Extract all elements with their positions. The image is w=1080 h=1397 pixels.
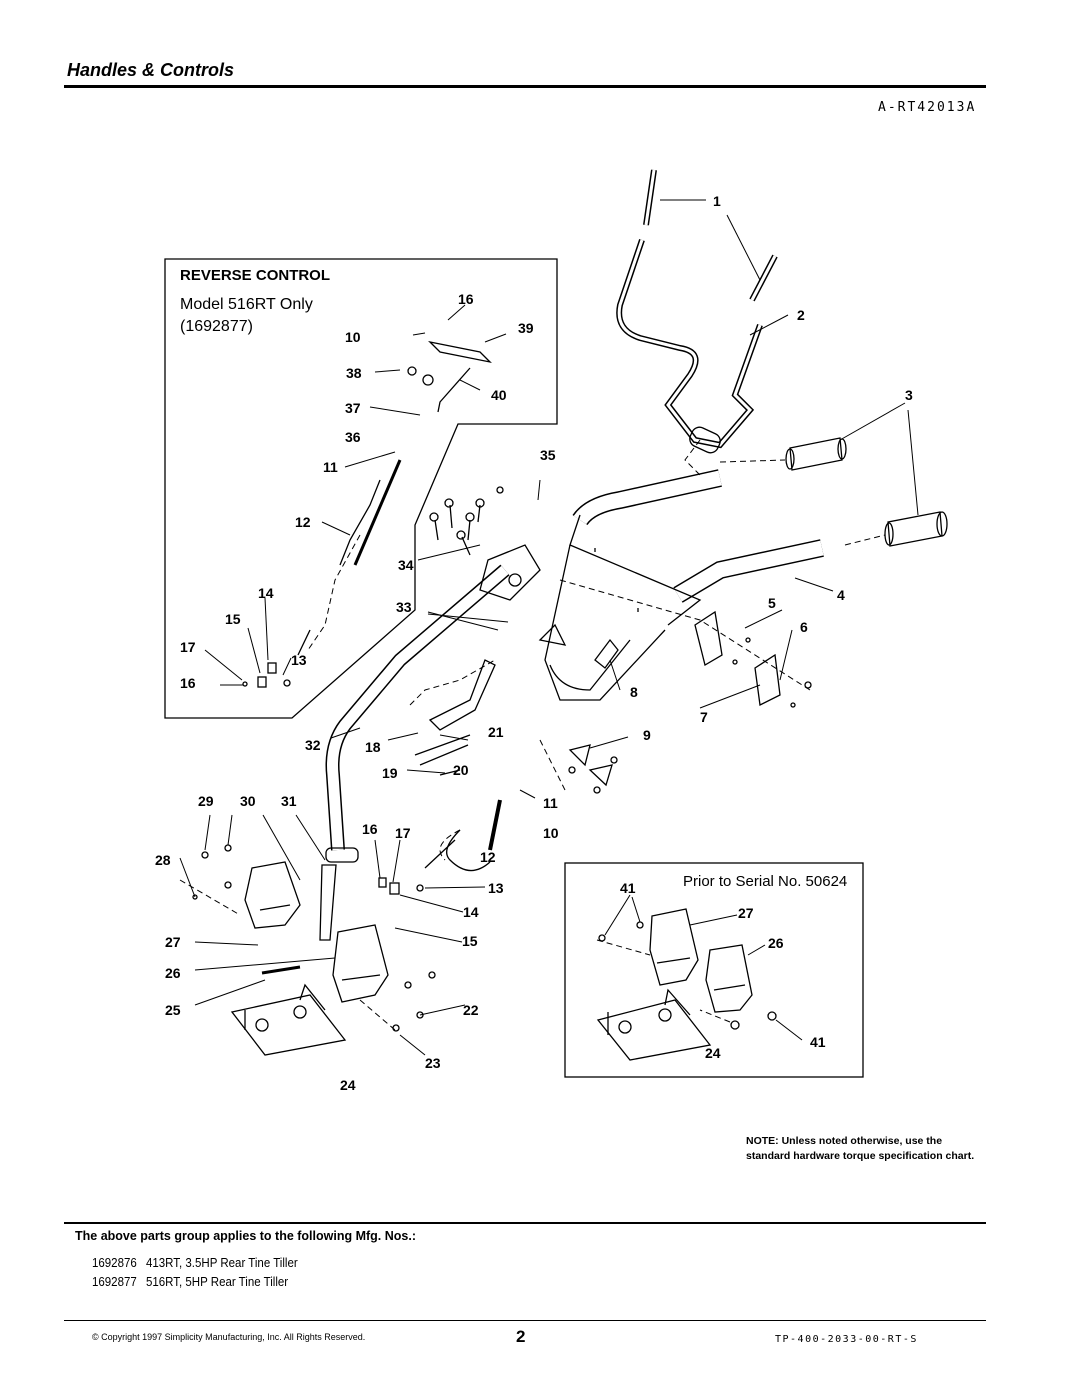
handle-assembly [544, 169, 824, 701]
callout-30: 30 [240, 793, 256, 809]
mfg-number: 1692876 [92, 1256, 137, 1270]
callout-35: 35 [540, 447, 556, 463]
callout-10b: 10 [345, 329, 361, 345]
mfg-row: 1692877 516RT, 5HP Rear Tine Tiller [92, 1275, 288, 1289]
page-number: 2 [516, 1327, 526, 1346]
callout-26b: 26 [768, 935, 784, 951]
callout-3: 3 [905, 387, 913, 403]
callout-12b: 12 [295, 514, 311, 530]
callout-6: 6 [800, 619, 808, 635]
callout-38: 38 [346, 365, 362, 381]
mfg-row: 1692876 413RT, 3.5HP Rear Tine Tiller [92, 1256, 298, 1270]
mfg-description: 516RT, 5HP Rear Tine Tiller [145, 1275, 289, 1289]
callout-31: 31 [281, 793, 297, 809]
callout-32: 32 [305, 737, 321, 753]
callout-14b: 14 [258, 585, 274, 601]
doc-number: TP-400-2033-00-RT-S [775, 1334, 918, 1345]
leader-lines [179, 199, 919, 1056]
callout-13b: 13 [291, 652, 307, 668]
callout-25: 25 [165, 1002, 181, 1018]
shift-lever [414, 623, 619, 776]
dashed-guides [179, 439, 886, 1031]
mfg-number: 1692877 [92, 1275, 137, 1289]
callout-27: 27 [165, 934, 181, 950]
callout-23: 23 [425, 1055, 441, 1071]
grip-upper [785, 437, 847, 471]
callout-17: 17 [395, 825, 411, 841]
callout-4: 4 [837, 587, 845, 603]
reverse-control-box [164, 258, 558, 719]
callout-2: 2 [797, 307, 805, 323]
callout-1: 1 [713, 193, 721, 209]
page-title: Handles & Controls [67, 60, 235, 80]
footer-rule [64, 1320, 986, 1321]
title-rule [64, 85, 986, 88]
copyright: © Copyright 1997 Simplicity Manufacturin… [92, 1332, 366, 1342]
callout-27b: 27 [738, 905, 754, 921]
callout-19: 19 [382, 765, 398, 781]
callout-17b: 17 [180, 639, 196, 655]
callout-26: 26 [165, 965, 181, 981]
callout-8: 8 [630, 684, 638, 700]
callout-40: 40 [491, 387, 507, 403]
lower-cable [378, 744, 618, 895]
drawing-id: A-RT42013A [878, 100, 977, 115]
reverse-control-model: Model 516RT Only [180, 296, 313, 313]
callout-24b: 24 [705, 1045, 721, 1061]
reverse-control-title: REVERSE CONTROL [180, 267, 331, 284]
callout-33: 33 [396, 599, 412, 615]
callout-20: 20 [453, 762, 469, 778]
callout-10: 10 [543, 825, 559, 841]
callout-41: 41 [620, 880, 636, 896]
shift-rod [325, 544, 541, 863]
applies-rule [64, 1222, 986, 1224]
callout-34: 34 [398, 557, 414, 573]
reverse-parts [242, 340, 492, 688]
callout-24: 24 [340, 1077, 356, 1093]
torque-note: NOTE: Unless noted otherwise, use the st… [746, 1135, 975, 1162]
callout-labels: 1 2 3 4 5 6 7 8 9 10 11 12 13 14 15 16 1… [155, 193, 913, 1093]
callout-14: 14 [463, 904, 479, 920]
callout-9: 9 [643, 727, 651, 743]
grip-lower [884, 511, 948, 547]
callout-21: 21 [488, 724, 504, 740]
mfg-description: 413RT, 3.5HP Rear Tine Tiller [145, 1256, 298, 1270]
callout-11b: 11 [323, 459, 338, 475]
lower-brackets [192, 844, 436, 1056]
bolts [429, 486, 504, 556]
callout-16: 16 [362, 821, 378, 837]
callout-15b: 15 [225, 611, 241, 627]
callout-15: 15 [462, 933, 478, 949]
callout-5: 5 [768, 595, 776, 611]
prior-serial-label: Prior to Serial No. 50624 [683, 873, 848, 890]
callout-29: 29 [198, 793, 214, 809]
applies-heading: The above parts group applies to the fol… [75, 1229, 416, 1243]
callout-28: 28 [155, 852, 171, 868]
reverse-control-mfg: (1692877) [180, 318, 253, 335]
callout-39: 39 [518, 320, 534, 336]
callout-12: 12 [480, 849, 496, 865]
side-brackets [694, 610, 812, 708]
callout-36: 36 [345, 429, 361, 445]
callout-13: 13 [488, 880, 504, 896]
callout-18: 18 [365, 739, 381, 755]
prior-serial-parts [596, 908, 777, 1061]
prior-serial-box [564, 862, 864, 1078]
callout-7: 7 [700, 709, 708, 725]
callout-16c: 16 [180, 675, 196, 691]
callout-16b: 16 [458, 291, 474, 307]
callout-41b: 41 [810, 1034, 826, 1050]
callout-11: 11 [543, 795, 558, 811]
callout-37: 37 [345, 400, 361, 416]
callout-22: 22 [463, 1002, 479, 1018]
